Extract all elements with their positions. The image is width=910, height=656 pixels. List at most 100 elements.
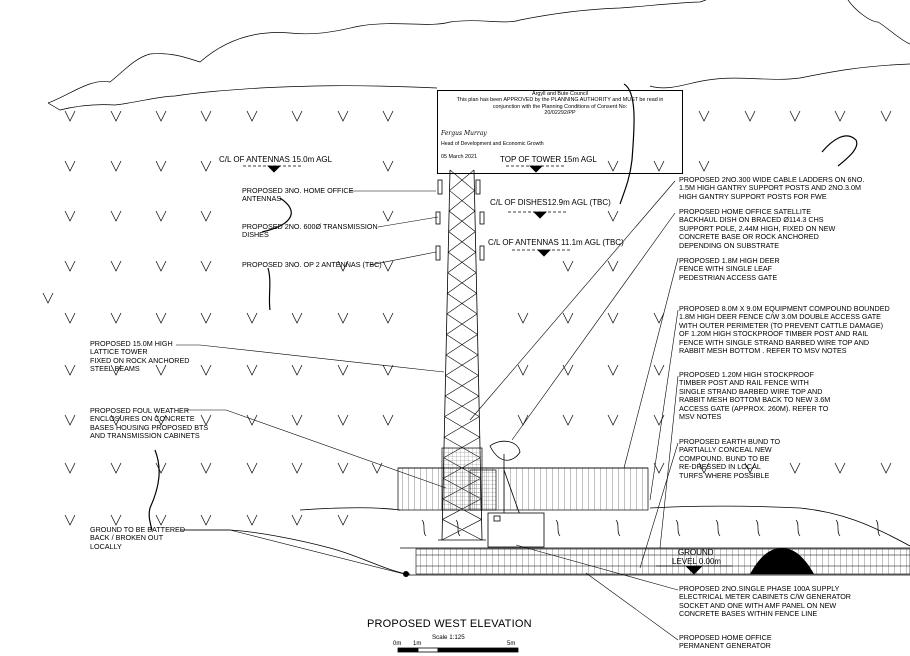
drawing-title: PROPOSED WEST ELEVATION <box>367 618 532 630</box>
note-cable-ladders: PROPOSED 2No.300 WIDE CABLE LADDERS ON 6… <box>679 175 865 201</box>
note-compound: PROPOSED 8.0m x 9.0m EQUIPMENT COMPOUND … <box>679 304 890 356</box>
grass-mark <box>291 414 303 426</box>
grass-mark <box>155 364 167 376</box>
grass-mark <box>155 462 167 474</box>
earth-bund <box>750 548 814 574</box>
grass-mark <box>110 414 122 426</box>
note-meter-cabinets: PROPOSED 2No.SINGLE PHASE 100A SUPPLYELE… <box>679 584 851 619</box>
grass-mark <box>607 210 619 222</box>
ground-mark <box>555 519 561 537</box>
stamp-line: conjunction with the Planning Conditions… <box>492 103 628 110</box>
ground-mark <box>715 519 721 537</box>
grass-mark <box>337 312 349 324</box>
scale-label: Scale 1:125 <box>432 634 465 641</box>
ground-mark <box>875 519 881 537</box>
ground-level-label: LEVEL 0.00m <box>672 557 722 566</box>
scale-bar <box>397 647 519 653</box>
grass-mark <box>200 110 212 122</box>
grass-mark <box>382 364 394 376</box>
outer-fence <box>415 548 910 575</box>
ground-mark <box>615 519 621 537</box>
grass-mark <box>607 260 619 272</box>
grass-mark <box>562 312 574 324</box>
grass-mark <box>110 110 122 122</box>
stamp-date: 05 March 2021 <box>441 154 477 160</box>
grass-mark <box>246 462 258 474</box>
grass-mark <box>110 160 122 172</box>
sketch-strokes <box>148 83 858 531</box>
grass-mark <box>653 462 665 474</box>
grass-mark <box>200 364 212 376</box>
grass-mark <box>337 110 349 122</box>
grass-mark <box>64 110 76 122</box>
grass-mark <box>607 312 619 324</box>
stamp-line: Argyll and Bute Council <box>531 91 589 97</box>
ground-level-marker <box>656 565 732 575</box>
grass-mark <box>382 110 394 122</box>
grass-mark <box>517 364 529 376</box>
grass-mark <box>64 160 76 172</box>
ground-mark <box>455 519 461 537</box>
grass-mark <box>64 364 76 376</box>
grass-mark <box>291 462 303 474</box>
level-markers <box>243 165 572 257</box>
grass-mark <box>291 312 303 324</box>
grass-mark <box>382 210 394 222</box>
ground-mark <box>755 519 761 537</box>
grass-mark <box>200 312 212 324</box>
grass-mark <box>382 414 394 426</box>
ground-mark <box>795 519 801 537</box>
grass-mark <box>110 260 122 272</box>
scale-tick-1: 1m <box>413 641 422 647</box>
note-op2-antennas: PROPOSED 3No. OP 2 ANTENNAS (TBC) <box>242 260 382 269</box>
grass-mark <box>698 110 710 122</box>
scale-tick-5: 5m <box>507 641 516 647</box>
grass-mark <box>517 312 529 324</box>
grass-mark <box>834 462 846 474</box>
grass-mark <box>200 210 212 222</box>
grass-mark <box>607 414 619 426</box>
grass-mark <box>200 462 212 474</box>
grass-mark <box>246 514 258 526</box>
grass-mark <box>789 462 801 474</box>
ground-label: GROUND <box>678 548 714 557</box>
grass-mark <box>291 514 303 526</box>
grass-mark <box>337 462 349 474</box>
grass-mark <box>200 260 212 272</box>
signatory-title: Head of Development and Economic Growth <box>441 141 544 147</box>
grass-mark <box>155 210 167 222</box>
approval-stamp: Argyll and Bute Council This plan has be… <box>437 90 683 174</box>
ground-mark <box>675 519 681 537</box>
grass-mark <box>42 292 54 304</box>
grass-mark <box>337 260 349 272</box>
grass-mark <box>110 312 122 324</box>
grass-mark <box>155 160 167 172</box>
ground-mark <box>835 519 841 537</box>
meter-cabinet <box>487 512 545 548</box>
hill-outline-left <box>47 85 438 111</box>
grass-mark <box>200 514 212 526</box>
grass-mark <box>834 110 846 122</box>
grass-mark <box>110 364 122 376</box>
grass-mark <box>562 414 574 426</box>
grass-mark <box>880 110 892 122</box>
grass-mark <box>562 260 574 272</box>
stamp-line: This plan has been APPROVED by the PLANN… <box>456 97 664 104</box>
grass-mark <box>562 364 574 376</box>
level-antennas-11: C/L OF ANTENNAS 11.1m AGL (TBC) <box>488 238 624 247</box>
grass-mark <box>698 160 710 172</box>
grass-mark <box>607 160 619 172</box>
grass-mark <box>64 514 76 526</box>
level-top-of-tower: TOP OF TOWER 15m AGL <box>500 155 597 164</box>
grass-mark <box>789 110 801 122</box>
ground-line <box>180 505 910 576</box>
grass-mark <box>382 160 394 172</box>
grass-mark <box>653 364 665 376</box>
